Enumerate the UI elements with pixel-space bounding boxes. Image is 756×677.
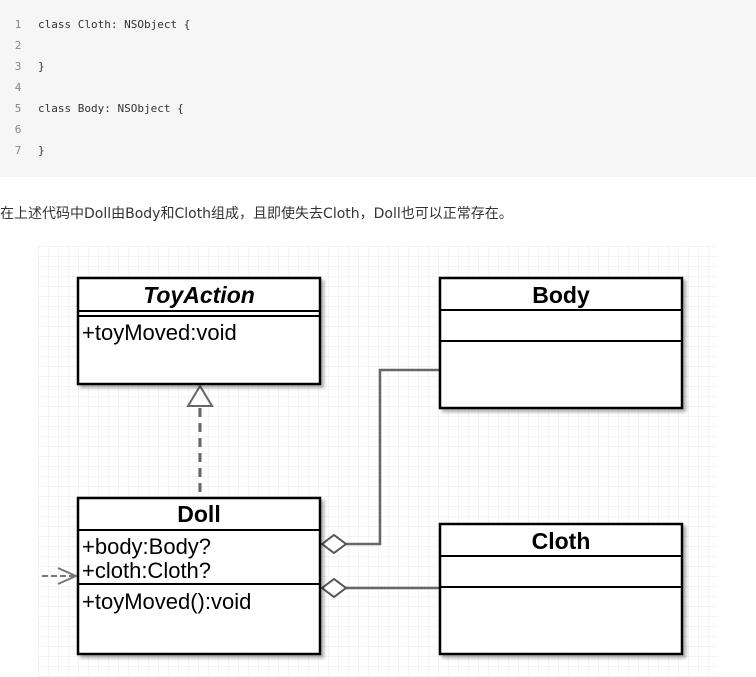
code-text: }: [38, 60, 45, 73]
class-method: +toyMoved():void: [82, 589, 251, 614]
class-attribute: +body:Body?: [82, 534, 211, 559]
incoming-arrow: [42, 567, 79, 585]
line-number: 5: [14, 102, 22, 115]
line-number: 4: [14, 81, 22, 94]
class-doll: Doll +body:Body? +cloth:Cloth? +toyMoved…: [76, 496, 322, 656]
aggregation-body-link: [320, 368, 440, 555]
code-text: class Cloth: NSObject {: [38, 18, 191, 31]
line-number: 2: [14, 39, 22, 52]
realization-link: [186, 384, 214, 498]
class-name: Doll: [177, 501, 220, 527]
line-number: 3: [14, 60, 22, 73]
class-name: ToyAction: [143, 282, 255, 308]
class-name: Cloth: [532, 528, 591, 554]
code-block: 1 class Cloth: NSObject { 2 3 } 4 5 clas…: [0, 0, 756, 177]
class-name: Body: [532, 282, 590, 308]
class-attribute: +cloth:Cloth?: [82, 558, 211, 583]
class-method: +toyMoved:void: [82, 320, 237, 345]
code-text: class Body: NSObject {: [38, 102, 184, 115]
class-toyaction: ToyAction +toyMoved:void: [76, 276, 322, 386]
line-number: 1: [14, 18, 22, 31]
class-cloth: Cloth: [438, 522, 684, 656]
description-paragraph: 在上述代码中Doll由Body和Cloth组成，且即使失去Cloth，Doll也…: [0, 206, 513, 222]
aggregation-cloth-link: [320, 577, 440, 599]
code-text: }: [38, 144, 45, 157]
class-body: Body: [438, 276, 684, 410]
line-number: 6: [14, 123, 22, 136]
line-number: 7: [14, 144, 22, 157]
uml-diagram: ToyAction +toyMoved:void Body Doll +body…: [38, 246, 718, 677]
